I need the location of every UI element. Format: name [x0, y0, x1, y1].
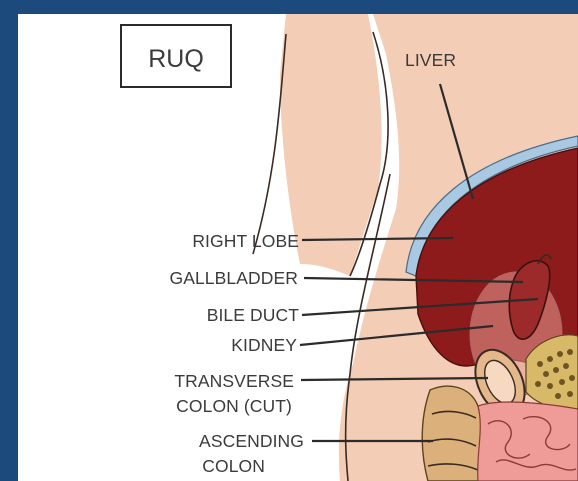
ruq-anatomy-diagram: RUQ LIVER RIGHT LOBE GALLBLADDER BILE DU…: [18, 14, 578, 481]
right-lobe-label: RIGHT LOBE: [192, 231, 299, 251]
ruq-label: RUQ: [148, 45, 204, 73]
kidney-label: KIDNEY: [231, 335, 297, 355]
liver-label: LIVER: [405, 50, 456, 70]
bile-duct-label: BILE DUCT: [207, 305, 300, 325]
gallbladder-label: GALLBLADDER: [169, 268, 298, 288]
transverse-colon-label-line2: COLON (CUT): [176, 396, 292, 416]
ascending-colon-label-line2: COLON: [202, 456, 265, 476]
diagram-panel: RUQ LIVER RIGHT LOBE GALLBLADDER BILE DU…: [18, 14, 578, 481]
ascending-colon-label-line1: ASCENDING: [199, 431, 304, 451]
ascending-colon: [422, 386, 481, 481]
transverse-colon-label-line1: TRANSVERSE: [174, 371, 294, 391]
